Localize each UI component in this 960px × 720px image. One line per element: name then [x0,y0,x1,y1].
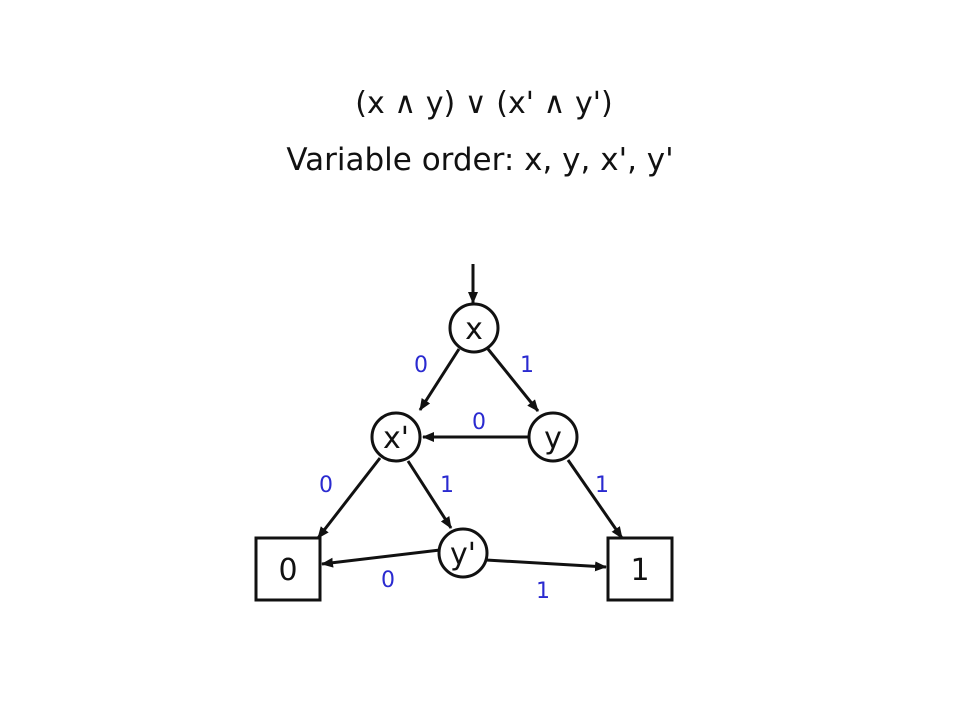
edge-x-prime-to-y-prime [406,460,453,529]
edge-label-y-prime-to-one: 1 [536,579,550,604]
terminal-zero: 0 [254,536,322,602]
node-y-prime-label: y' [450,537,476,572]
node-y-label: y [544,421,562,456]
edge-x-to-x-prime [418,348,461,411]
node-y-prime: y' [437,527,489,579]
edge-y-to-one [566,459,624,539]
node-x-prime: x' [370,411,422,463]
edge-x-prime-to-zero [316,457,382,539]
terminal-one-label: 1 [630,553,649,588]
edge-y-prime-to-one [485,558,607,572]
boolean-formula: (x ∧ y) ∨ (x' ∧ y') [355,86,613,121]
edge-label-x-to-x-prime: 0 [414,353,428,378]
terminal-zero-label: 0 [278,553,297,588]
node-x-label: x [465,312,483,347]
edge-y-prime-to-zero [321,548,441,568]
edge-label-x-prime-to-y-prime: 1 [440,473,454,498]
variable-order-caption: Variable order: x, y, x', y' [286,142,674,178]
edge-label-x-prime-to-zero: 0 [319,473,333,498]
node-x: x [448,302,500,354]
terminal-one: 1 [606,536,674,602]
edge-label-y-to-x-prime: 0 [472,410,486,435]
edge-label-x-to-y: 1 [520,353,534,378]
node-x-prime-label: x' [383,421,409,456]
edge-label-y-to-one: 1 [595,473,609,498]
node-y: y [527,411,579,463]
edge-label-y-prime-to-zero: 0 [381,568,395,593]
edge-x-to-y [486,348,540,412]
